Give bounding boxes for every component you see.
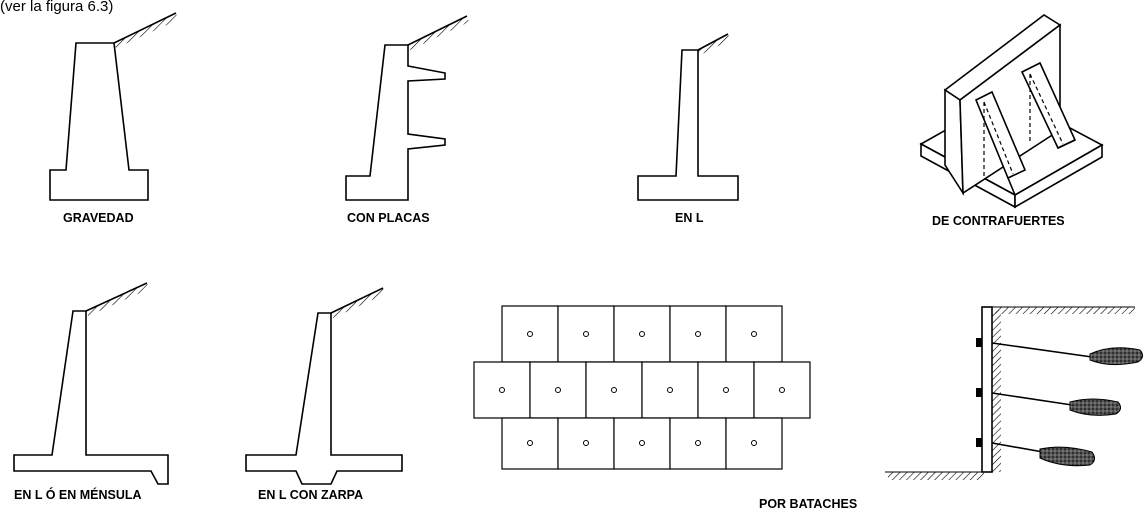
label-por-bataches: POR BATACHES (759, 497, 857, 511)
label-de-contrafuertes: DE CONTRAFUERTES (932, 214, 1065, 228)
l-wall-drawing (637, 33, 739, 201)
label-en-l-zarpa: EN L CON ZARPA (258, 488, 363, 502)
plate-wall-drawing (345, 15, 469, 201)
label-en-l: EN L (675, 211, 704, 225)
label-con-placas: CON PLACAS (347, 211, 430, 225)
buttress-wall-drawing (919, 14, 1104, 209)
footing-wall-drawing (245, 287, 403, 485)
label-en-l-mensula: EN L Ó EN MÉNSULA (14, 487, 142, 502)
label-gravedad: GRAVEDAD (63, 211, 134, 225)
anchored-wall-drawing (885, 306, 1144, 480)
cantilever-wall-drawing (13, 282, 169, 485)
figure-caption: (ver la figura 6.3) (0, 0, 114, 15)
gravity-wall-drawing (49, 12, 178, 201)
anchor-points (499, 331, 785, 446)
